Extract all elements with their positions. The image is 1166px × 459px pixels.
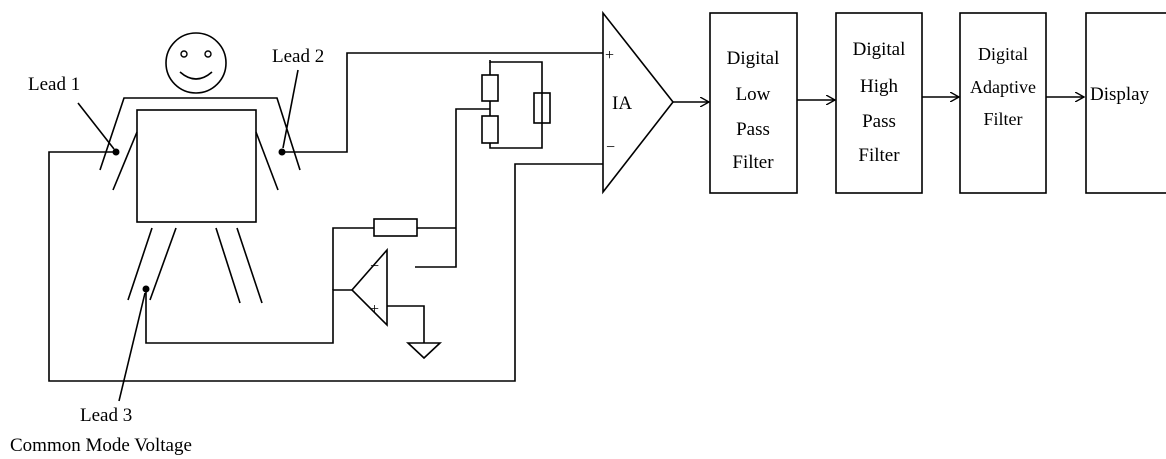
- lead1-wire: [48, 151, 603, 382]
- patient-right-arm-inner: [255, 131, 279, 191]
- driver-opamp: [350, 247, 388, 327]
- block-line: Pass: [736, 119, 770, 140]
- block-line: Digital: [853, 39, 906, 60]
- block-line: Digital: [727, 48, 780, 69]
- patient-left-eye: [180, 50, 188, 58]
- lead1-label: Lead 1: [28, 74, 80, 95]
- ia-label: IA: [612, 93, 632, 114]
- patient-left-arm-inner: [112, 131, 138, 191]
- ia-minus-sign: −: [606, 139, 615, 156]
- lead3-pointer: [118, 292, 146, 402]
- block-digital-adaptive-filter: Digital Adaptive Filter: [959, 12, 1047, 194]
- resistor-network-frame: [489, 60, 543, 149]
- common-mode-label: Common Mode Voltage: [10, 435, 192, 456]
- feedback-resistor: [373, 218, 418, 237]
- patient-left-leg-inner: [149, 227, 177, 301]
- lead2-pointer: [282, 69, 299, 149]
- lead3-wire: [145, 289, 352, 344]
- block-display: Display: [1085, 12, 1166, 194]
- block-line: High: [860, 76, 899, 97]
- feedback-left-wire: [332, 227, 374, 290]
- ground-symbol: [405, 342, 443, 360]
- block-digital-high-pass-filter: Digital High Pass Filter: [835, 12, 923, 194]
- patient-shoulders: [99, 97, 301, 171]
- ia-plus-sign: +: [605, 47, 614, 64]
- block-line: Display: [1090, 84, 1150, 105]
- patient-torso: [136, 109, 257, 223]
- block-line: Digital: [978, 44, 1028, 64]
- instrumentation-amplifier: [602, 10, 675, 195]
- block-line: Pass: [862, 111, 896, 132]
- patient-right-leg-inner: [215, 227, 241, 304]
- block-line: Low: [736, 84, 771, 105]
- patient-left-leg-outer: [127, 227, 153, 301]
- ground-wire: [387, 305, 425, 343]
- driver-opamp-minus: −: [370, 258, 379, 275]
- patient-right-eye: [204, 50, 212, 58]
- patient-head: [165, 32, 227, 94]
- patient-smile: [179, 71, 213, 80]
- block-digital-low-pass-filter: Digital Low Pass Filter: [709, 12, 798, 194]
- resistor-upper: [481, 74, 499, 102]
- lead2-label: Lead 2: [272, 46, 324, 67]
- lead3-label: Lead 3: [80, 405, 132, 426]
- midpoint-tap-wire: [415, 108, 490, 268]
- lead2-wire: [282, 52, 603, 153]
- block-line: Filter: [984, 109, 1023, 129]
- block-line: Filter: [732, 152, 774, 173]
- patient-figure: [99, 32, 301, 304]
- block-line: Adaptive: [970, 77, 1036, 97]
- block-line: Filter: [858, 145, 900, 166]
- resistor-gain: [533, 92, 551, 124]
- resistor-lower: [481, 115, 499, 144]
- driver-opamp-plus: +: [370, 301, 379, 318]
- lead1-pointer: [77, 102, 115, 150]
- patient-right-leg-outer: [236, 227, 263, 304]
